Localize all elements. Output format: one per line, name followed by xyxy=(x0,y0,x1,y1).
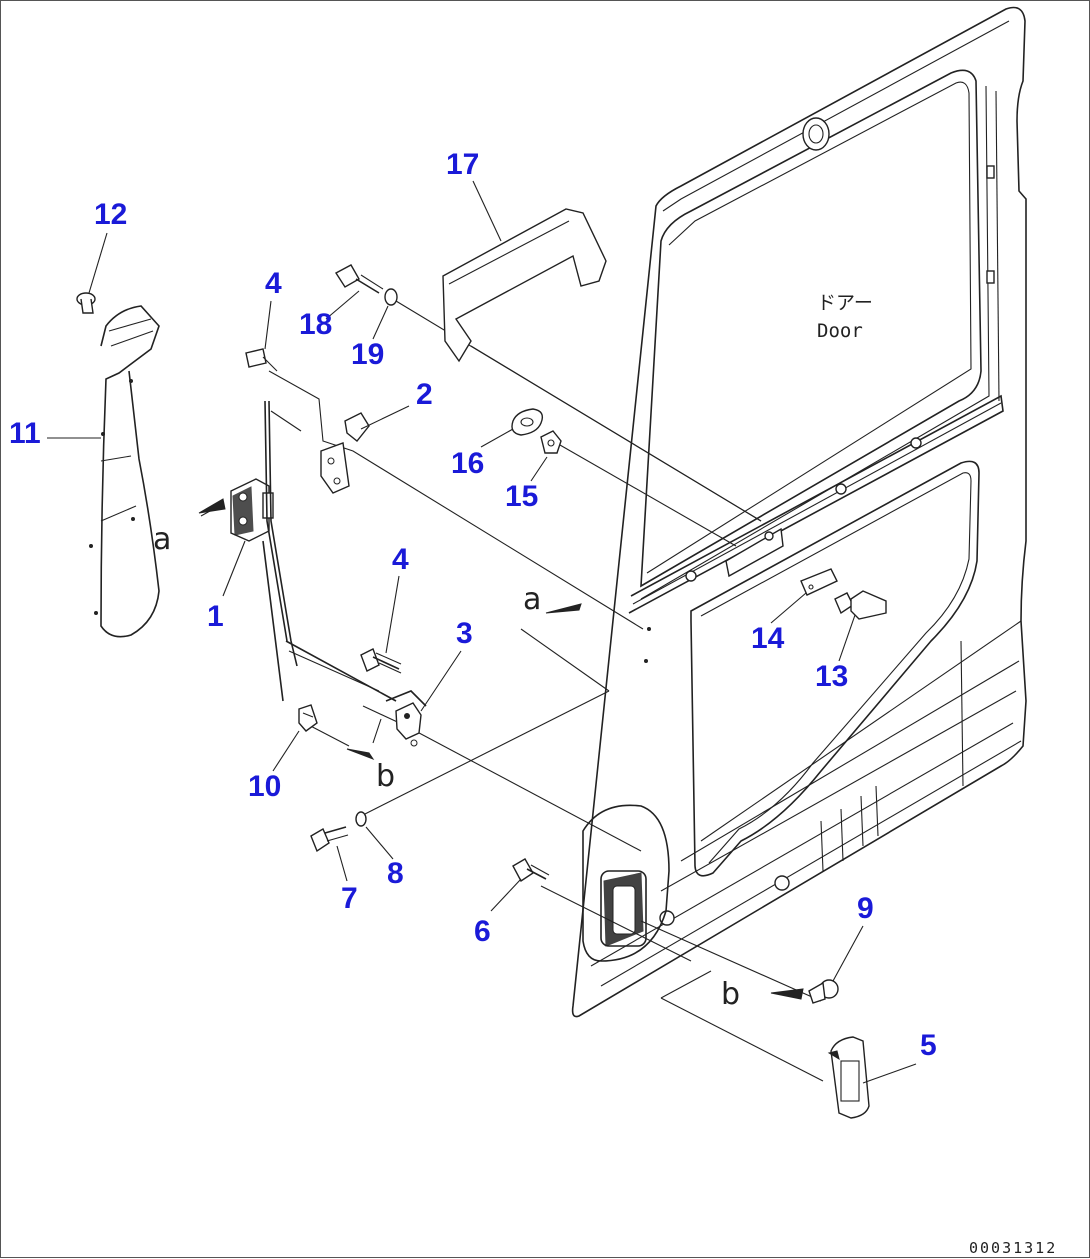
part-number-14: 14 xyxy=(751,622,785,655)
door-label-jp: ドアー xyxy=(817,292,873,314)
part-13-striker-bolt-icon xyxy=(834,590,887,620)
part-14-striker-icon xyxy=(800,568,838,596)
part-4-bolt-icon xyxy=(245,348,278,372)
arrow-icon xyxy=(346,748,375,761)
part-number-7: 7 xyxy=(341,882,358,915)
door-panel xyxy=(571,6,1027,1018)
grommet-icon xyxy=(659,910,675,926)
part-8-washer-icon xyxy=(355,811,367,827)
handle-pocket-icon xyxy=(582,804,670,962)
part-11-trim-panel-icon xyxy=(89,305,160,638)
door-label-en: Door xyxy=(817,320,863,342)
part-number-9: 9 xyxy=(857,892,874,925)
ref-letter-b: b xyxy=(721,977,740,1012)
part-number-13: 13 xyxy=(815,660,848,693)
grommet-icon xyxy=(802,117,830,151)
part-number-3: 3 xyxy=(456,617,473,650)
part-10-clip-icon xyxy=(298,704,318,732)
rail-bolt-icon xyxy=(685,570,697,582)
part-number-16: 16 xyxy=(451,447,484,480)
arrow-icon xyxy=(545,603,582,614)
part-number-1: 1 xyxy=(207,600,224,633)
part-number-6: 6 xyxy=(474,915,491,948)
part-1-lock-icon xyxy=(198,478,274,542)
part-17-grab-handle-icon xyxy=(442,208,607,363)
part-number-8: 8 xyxy=(387,857,404,890)
part-3-latch-icon xyxy=(372,690,427,747)
part-5-cover-icon xyxy=(827,1036,870,1119)
part-6-screw-icon xyxy=(512,858,550,883)
rail-bolt-icon xyxy=(910,437,922,449)
ref-letter-a: a xyxy=(153,522,171,557)
grommet-icon xyxy=(774,875,790,891)
callout-leaders xyxy=(47,180,917,1084)
part-7-screw-icon xyxy=(310,826,349,853)
part-number-11: 11 xyxy=(9,417,41,450)
part-number-5: 5 xyxy=(920,1029,937,1062)
part-19-washer-icon xyxy=(384,288,398,306)
part-number-17: 17 xyxy=(446,148,479,181)
part-12-clip-icon xyxy=(76,292,96,314)
part-4-bolt-lower-icon xyxy=(360,648,402,674)
rail-bolt-icon xyxy=(835,483,847,495)
part-15-nut-icon xyxy=(540,430,562,454)
part-number-12: 12 xyxy=(94,198,127,231)
part-number-4: 4 xyxy=(265,267,282,300)
part-2-bracket-icon xyxy=(320,412,370,494)
part-number-4b: 4 xyxy=(392,543,409,576)
drawing-id: 00031312 xyxy=(969,1239,1057,1257)
part-9-knob-icon xyxy=(770,979,839,1004)
tab-icon xyxy=(986,270,995,284)
part-16-plate-icon xyxy=(511,408,544,436)
part-number-15: 15 xyxy=(505,480,538,513)
part-number-18: 18 xyxy=(299,308,332,341)
part-number-10: 10 xyxy=(248,770,281,803)
part-number-19: 19 xyxy=(351,338,384,371)
part-18-bolt-icon xyxy=(335,264,384,294)
ref-letter-a: a xyxy=(523,582,541,617)
tab-icon xyxy=(986,165,995,179)
ref-letter-b: b xyxy=(376,759,395,794)
part-number-2: 2 xyxy=(416,378,433,411)
